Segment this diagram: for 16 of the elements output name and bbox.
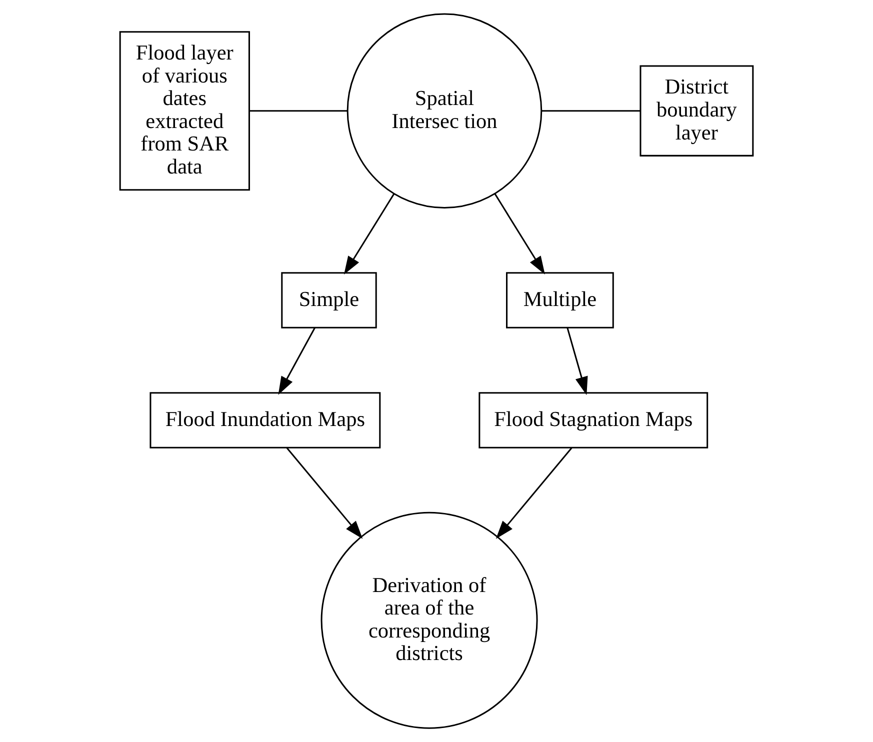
- node-box: Simple: [281, 272, 377, 328]
- node-box: Flood layer of various dates extracted from SAR data: [119, 31, 250, 191]
- connector: [542, 110, 640, 112]
- connector: [250, 110, 348, 112]
- node-box: District boundary layer: [640, 65, 754, 156]
- node-box: Flood Stagnation Maps: [478, 392, 708, 448]
- node-circle: Derivation of area of the corresponding districts: [320, 512, 538, 729]
- arrow: [566, 328, 588, 396]
- arrow: [494, 193, 545, 275]
- arrow: [286, 447, 363, 539]
- node-circle: Spatial Intersec tion: [346, 13, 542, 209]
- arrow: [278, 327, 316, 395]
- node-box: Multiple: [506, 272, 614, 328]
- node-box: Flood Inundation Maps: [150, 392, 381, 448]
- arrow: [344, 193, 395, 275]
- arrow: [496, 447, 572, 539]
